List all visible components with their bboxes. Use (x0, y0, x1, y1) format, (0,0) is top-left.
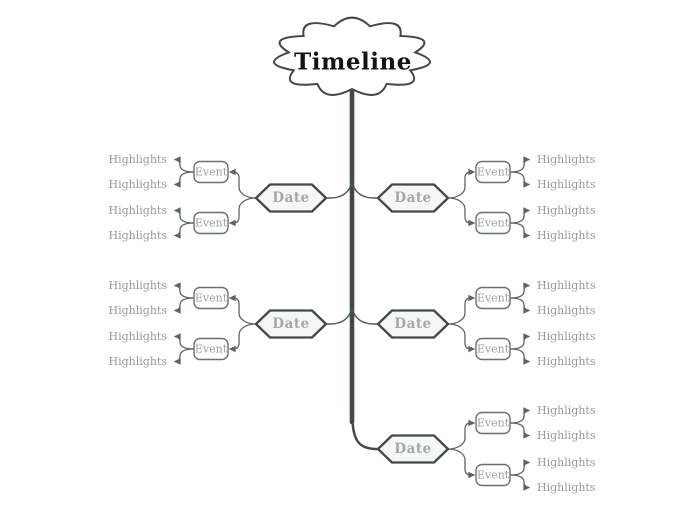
branch-upper-right: Date Event Event Highlights Highlights H… (351, 153, 596, 242)
event-node[interactable] (193, 337, 229, 361)
highlight-label[interactable]: Highlights (537, 279, 596, 292)
event-node-label[interactable]: Event (477, 417, 510, 430)
date-node[interactable] (376, 309, 450, 339)
date-to-event-connector (447, 419, 476, 450)
event-to-highlight-connector (509, 333, 531, 350)
highlight-label[interactable]: Highlights (537, 178, 596, 191)
event-to-highlight-connector (173, 222, 195, 239)
event-node-label[interactable]: Event (477, 292, 510, 305)
date-node[interactable] (254, 309, 328, 339)
highlight-label[interactable]: Highlights (537, 429, 596, 442)
event-node-label[interactable]: Event (195, 166, 228, 179)
date-node-label[interactable]: Date (272, 190, 309, 206)
date-node[interactable] (376, 183, 450, 213)
date-to-event-connector (228, 197, 257, 227)
event-node-label[interactable]: Event (477, 217, 510, 230)
date-node-label[interactable]: Date (272, 316, 309, 332)
highlight-label[interactable]: Highlights (109, 355, 168, 368)
event-to-highlight-connector (173, 156, 195, 173)
branch-bottom-right: Date Event Event Highlights Highlights H… (376, 404, 596, 494)
date-branch-connector (351, 307, 379, 325)
event-to-highlight-connector (509, 207, 531, 224)
event-node[interactable] (193, 160, 229, 184)
date-to-event-connector (228, 168, 257, 199)
event-to-highlight-connector (509, 348, 531, 365)
highlight-label[interactable]: Highlights (109, 304, 168, 317)
root-node-timeline[interactable]: Timeline (273, 16, 431, 96)
date-node-label[interactable]: Date (394, 441, 431, 457)
event-node[interactable] (475, 286, 511, 310)
event-to-highlight-connector (173, 171, 195, 188)
date-branch-connector (351, 181, 379, 199)
event-node[interactable] (475, 337, 511, 361)
event-to-highlight-connector (173, 348, 195, 365)
event-node[interactable] (475, 411, 511, 435)
trunk-bottom-curve (350, 406, 380, 451)
highlight-label[interactable]: Highlights (537, 481, 596, 494)
highlight-label[interactable]: Highlights (537, 330, 596, 343)
highlight-label[interactable]: Highlights (109, 178, 168, 191)
event-node-label[interactable]: Event (477, 469, 510, 482)
date-branch-connector (325, 181, 353, 199)
highlight-label[interactable]: Highlights (109, 153, 168, 166)
event-to-highlight-connector (173, 333, 195, 350)
highlight-label[interactable]: Highlights (537, 355, 596, 368)
event-node-label[interactable]: Event (477, 166, 510, 179)
event-node[interactable] (475, 160, 511, 184)
event-to-highlight-connector (509, 171, 531, 188)
date-to-event-connector (447, 197, 476, 227)
highlight-label[interactable]: Highlights (109, 279, 168, 292)
highlight-label[interactable]: Highlights (537, 153, 596, 166)
highlight-label[interactable]: Highlights (109, 204, 168, 217)
event-node[interactable] (193, 286, 229, 310)
event-node[interactable] (193, 211, 229, 235)
event-to-highlight-connector (173, 282, 195, 299)
root-node-label[interactable]: Timeline (294, 49, 412, 76)
date-to-event-connector (228, 323, 257, 353)
highlight-label[interactable]: Highlights (109, 229, 168, 242)
event-to-highlight-connector (509, 222, 531, 239)
event-node-label[interactable]: Event (477, 343, 510, 356)
event-node-label[interactable]: Event (195, 343, 228, 356)
branch-middle-left: Date Event Event Highlights Highlights H… (109, 279, 353, 368)
event-node-label[interactable]: Event (195, 292, 228, 305)
date-to-event-connector (447, 168, 476, 199)
date-branch-connector (325, 307, 353, 325)
date-to-event-connector (228, 294, 257, 325)
branch-upper-left: Date Event Event Highlights Highlights H… (109, 153, 353, 242)
date-node[interactable] (254, 183, 328, 213)
event-to-highlight-connector (509, 474, 531, 491)
event-node-label[interactable]: Event (195, 217, 228, 230)
event-to-highlight-connector (173, 297, 195, 314)
date-to-event-connector (447, 294, 476, 325)
cloud-shape[interactable] (273, 16, 431, 96)
event-to-highlight-connector (509, 407, 531, 424)
highlight-label[interactable]: Highlights (537, 404, 596, 417)
event-node[interactable] (475, 211, 511, 235)
date-to-event-connector (447, 323, 476, 353)
event-to-highlight-connector (509, 297, 531, 314)
event-to-highlight-connector (509, 282, 531, 299)
highlight-label[interactable]: Highlights (537, 229, 596, 242)
event-to-highlight-connector (509, 422, 531, 439)
highlight-label[interactable]: Highlights (537, 204, 596, 217)
date-node[interactable] (376, 434, 450, 464)
highlight-label[interactable]: Highlights (109, 330, 168, 343)
date-node-label[interactable]: Date (394, 316, 431, 332)
event-to-highlight-connector (173, 207, 195, 224)
date-node-label[interactable]: Date (394, 190, 431, 206)
highlight-label[interactable]: Highlights (537, 456, 596, 469)
branch-middle-right: Date Event Event Highlights Highlights H… (351, 279, 596, 368)
event-node[interactable] (475, 463, 511, 487)
highlight-label[interactable]: Highlights (537, 304, 596, 317)
event-to-highlight-connector (509, 459, 531, 476)
event-to-highlight-connector (509, 156, 531, 173)
date-to-event-connector (447, 448, 476, 479)
